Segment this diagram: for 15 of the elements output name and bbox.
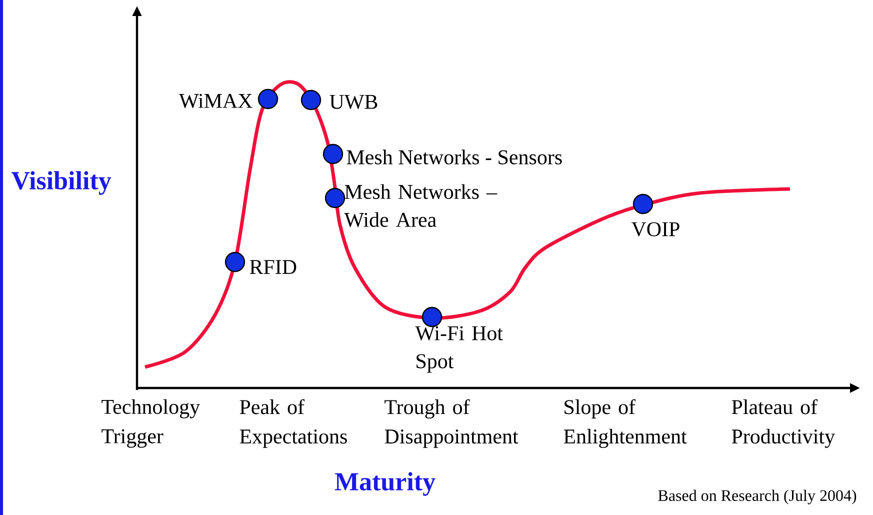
- point-label: RFID: [250, 260, 296, 274]
- phase-label: Plateau of Productivity: [732, 399, 835, 448]
- phase-label: Peak of Expectations: [240, 399, 347, 448]
- axis-title: Maturity: [334, 472, 436, 496]
- point-label: WiMAX: [179, 94, 252, 108]
- point-label: VOIP: [631, 222, 680, 236]
- point-label: UWB: [330, 94, 378, 110]
- phase-label: Technology Trigger: [102, 399, 200, 448]
- caption: Based on Research (July 2004): [658, 490, 856, 504]
- phase-label: Slope of Enlightenment: [564, 399, 687, 448]
- axis-title: Visibility: [12, 171, 112, 195]
- point-label: Wi-Fi Hot Spot: [415, 326, 503, 373]
- point-label: Mesh Networks – Wide Area: [344, 184, 498, 228]
- point-label: Mesh Networks - Sensors: [346, 150, 562, 164]
- phase-label: Trough of Disappointment: [384, 399, 518, 448]
